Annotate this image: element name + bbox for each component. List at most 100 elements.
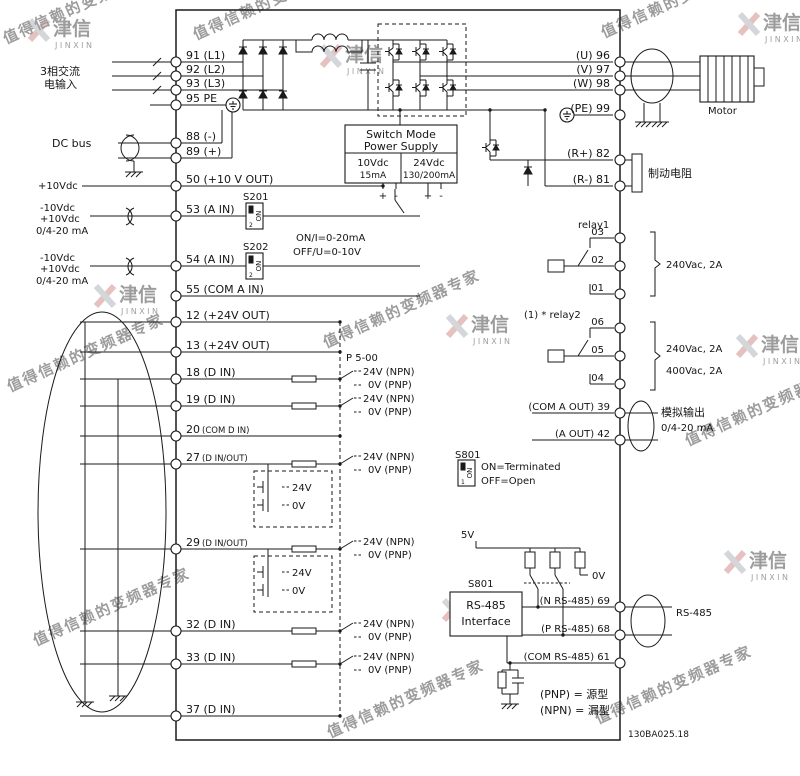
smps-minus1: - xyxy=(394,191,398,202)
terminal-39 xyxy=(614,407,626,419)
note-pnp: (PNP) = 源型 xyxy=(540,687,608,701)
box29-0v: 0V xyxy=(292,586,305,597)
rs485-s801-label: S801 xyxy=(468,579,493,590)
pnp-label-29: 0V (PNP) xyxy=(368,550,412,561)
rs485-cable-label: RS-485 xyxy=(676,608,712,619)
label-t27b: (D IN/OUT) xyxy=(202,454,248,464)
terminal-82 xyxy=(614,154,626,166)
label-t50: 50 (+10 V OUT) xyxy=(186,173,273,186)
relay2-coil xyxy=(547,349,565,363)
label-t06: 06 xyxy=(591,317,604,328)
label-t18: 18 (D IN) xyxy=(186,366,236,379)
box27-0v: 0V xyxy=(292,501,305,512)
label-t69: (N RS-485) 69 xyxy=(540,596,610,607)
label-t82: (R+) 82 xyxy=(567,147,610,160)
power-section-wires xyxy=(112,33,700,214)
terminal-12 xyxy=(170,316,182,328)
p500-label: P 5-00 xyxy=(346,353,378,364)
ain53-ma: 0/4-20 mA xyxy=(36,226,88,237)
resistor xyxy=(291,660,317,668)
s201-slider xyxy=(248,205,254,214)
label-t61: (COM RS-485) 61 xyxy=(524,652,610,663)
motor-symbol xyxy=(699,55,755,103)
smps-minus2: - xyxy=(439,191,443,202)
ain54-ma: 0/4-20 mA xyxy=(36,276,88,287)
relay2-label: (1) * relay2 xyxy=(524,310,581,321)
resistor xyxy=(291,460,317,468)
terminal-19 xyxy=(170,400,182,412)
terminal-95 xyxy=(170,99,182,111)
label-t03: 03 xyxy=(591,227,604,238)
terminal-96 xyxy=(614,56,626,68)
label-t54: 54 (A IN) xyxy=(186,253,235,266)
label-t81: (R-) 81 xyxy=(573,173,610,186)
label-t29b: (D IN/OUT) xyxy=(202,539,248,549)
pnp-label-33: 0V (PNP) xyxy=(368,665,412,676)
terminal-89 xyxy=(170,152,182,164)
terminal-99 xyxy=(614,109,626,121)
dcbus-label: DC bus xyxy=(52,137,92,150)
terminal-98 xyxy=(614,84,626,96)
label-t42: (A OUT) 42 xyxy=(555,429,610,440)
smps-24vdc: 24Vdc xyxy=(413,158,444,169)
label-t68: (P RS-485) 68 xyxy=(541,624,610,635)
smps-10vdc: 10Vdc xyxy=(357,158,388,169)
terminal-05 xyxy=(614,350,626,362)
smps-130ma: 130/200mA xyxy=(403,171,456,181)
io-section-wires xyxy=(475,231,672,698)
mains-label-line2: 电输入 xyxy=(44,77,77,91)
s801-num: 1 xyxy=(461,479,465,486)
terminal-04 xyxy=(614,378,626,390)
label-t95: 95 PE xyxy=(186,92,217,105)
s201-on-label: ON xyxy=(255,211,263,222)
npn-label-32: 24V (NPN) xyxy=(363,619,415,630)
smps-title2: Power Supply xyxy=(364,140,439,153)
terminal-97 xyxy=(614,70,626,82)
smps-title1: Switch Mode xyxy=(366,128,436,141)
label-t55: 55 (COM A IN) xyxy=(186,283,264,296)
label-t92: 92 (L2) xyxy=(186,63,225,76)
label-t12: 12 (+24V OUT) xyxy=(186,309,270,322)
terminal-54 xyxy=(170,260,182,272)
terminal-81 xyxy=(614,180,626,192)
label-t01: 01 xyxy=(591,283,604,294)
pe-symbol-input xyxy=(225,97,241,113)
s801-label: S801 xyxy=(455,450,480,461)
doc-number: 130BA025.18 xyxy=(628,730,689,740)
termination-resistor xyxy=(549,551,561,569)
terminal-32 xyxy=(170,625,182,637)
control-cable-shield xyxy=(37,311,167,713)
label-t05: 05 xyxy=(591,345,604,356)
label-t27: 27 xyxy=(186,451,200,464)
s202-slider xyxy=(248,255,254,264)
terminal-69 xyxy=(614,601,626,613)
relay1-coil xyxy=(547,259,565,273)
label-t93: 93 (L3) xyxy=(186,77,225,90)
rs485-0v-label: 0V xyxy=(592,571,605,582)
npn-label-18: 24V (NPN) xyxy=(363,367,415,378)
rs485-cable-shield xyxy=(630,594,666,648)
relay1-rating: 240Vac, 2A xyxy=(666,260,722,271)
terminal-13 xyxy=(170,346,182,358)
terminal-01 xyxy=(614,288,626,300)
relay1-label: relay1 xyxy=(578,220,609,231)
s801-on-meaning: ON=Terminated xyxy=(481,462,561,473)
s201-num: 2 xyxy=(249,222,253,229)
ain53-pos10: +10Vdc xyxy=(40,214,80,225)
termination-resistor xyxy=(524,551,536,569)
mains-label-line1: 3相交流 xyxy=(40,64,80,78)
npn-label-27: 24V (NPN) xyxy=(363,452,415,463)
motor-label: Motor xyxy=(708,106,738,117)
terminal-18 xyxy=(170,373,182,385)
label-t96: (U) 96 xyxy=(576,49,610,62)
terminal-02 xyxy=(614,260,626,272)
resistor xyxy=(497,671,507,689)
terminal-91 xyxy=(170,56,182,68)
smps-plus1: + xyxy=(379,191,387,202)
smps-plus2: + xyxy=(424,191,432,202)
label-t89: 89 (+) xyxy=(186,145,221,158)
pnp-label-18: 0V (PNP) xyxy=(368,380,412,391)
terminal-27 xyxy=(170,458,182,470)
label-t02: 02 xyxy=(591,255,604,266)
